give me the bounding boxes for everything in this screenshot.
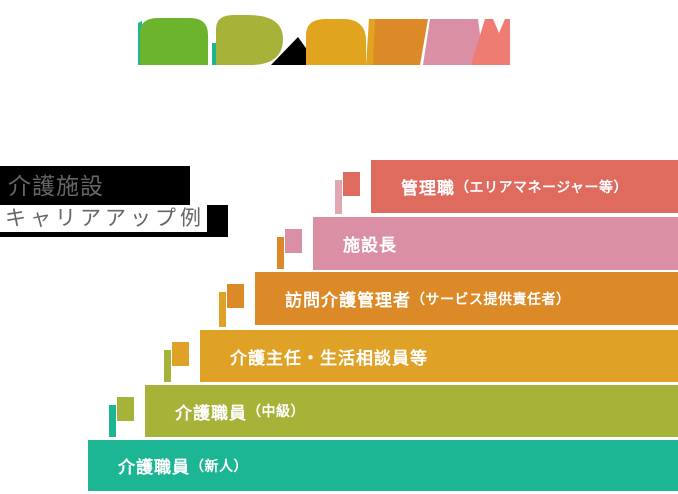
title-line2-highlight: キャリアアップ例 (0, 205, 207, 232)
banner-shape-yellowgreen-blob (216, 15, 283, 65)
step-label-sub: （新人） (190, 457, 248, 474)
banner-shape-teal-sliver-mid (212, 43, 217, 65)
banner-shape-green-blob (140, 18, 208, 65)
flag-icon (172, 342, 189, 366)
step-label-main: 介護主任・生活相談員等 (230, 348, 428, 368)
flag-icon (227, 284, 244, 308)
flag-pole-icon (335, 180, 342, 214)
step-label-main: 訪問介護管理者 (285, 291, 411, 310)
step-label-main: 施設長 (343, 236, 397, 255)
banner-shape-gold-blob (306, 19, 366, 65)
banner-shape-orange-slant (373, 19, 428, 65)
flag-pole-icon (277, 237, 284, 269)
step-label-sub: （中級） (247, 403, 305, 419)
title-line1: 介護施設 (8, 173, 104, 199)
flag-icon (117, 397, 134, 421)
ladder-step-shisetsucho: 施設長 (313, 217, 678, 270)
ladder-step-kaigo-shokuin-shinjin: 介護職員（新人） (88, 440, 678, 491)
step-label-sub: （エリアマネージャー等） (455, 178, 629, 195)
flag-pole-icon (109, 405, 116, 437)
banner-shape-white-notch (493, 19, 505, 33)
banner-shape-pink-trapezoid (423, 19, 484, 65)
title-line1-box: 介護施設 (0, 166, 190, 205)
ladder-step-kanrishoku: 管理職（エリアマネージャー等） (371, 160, 678, 213)
ladder-step-kaigo-shokuin-chukyu: 介護職員（中級） (145, 385, 678, 437)
flag-icon (285, 229, 302, 253)
banner-shape-salmon-slant (471, 19, 510, 65)
step-label-sub: （サービス提供責任者） (411, 290, 571, 307)
ladder-step-kaigo-shunin: 介護主任・生活相談員等 (200, 330, 678, 382)
flag-icon (343, 172, 360, 196)
flag-pole-icon (164, 350, 171, 382)
decorative-banner (138, 15, 510, 65)
title-line2-box: キャリアアップ例 (0, 205, 228, 237)
flag-pole-icon (219, 292, 226, 327)
step-label-main: 管理職 (401, 179, 455, 198)
title-block: 介護施設 キャリアアップ例 (0, 166, 228, 237)
title-line2: キャリアアップ例 (5, 207, 205, 230)
step-label-main: 介護職員 (118, 458, 190, 477)
step-label-main: 介護職員 (175, 403, 247, 423)
ladder-step-homon-kaigo-kanrisha: 訪問介護管理者（サービス提供責任者） (255, 272, 678, 325)
